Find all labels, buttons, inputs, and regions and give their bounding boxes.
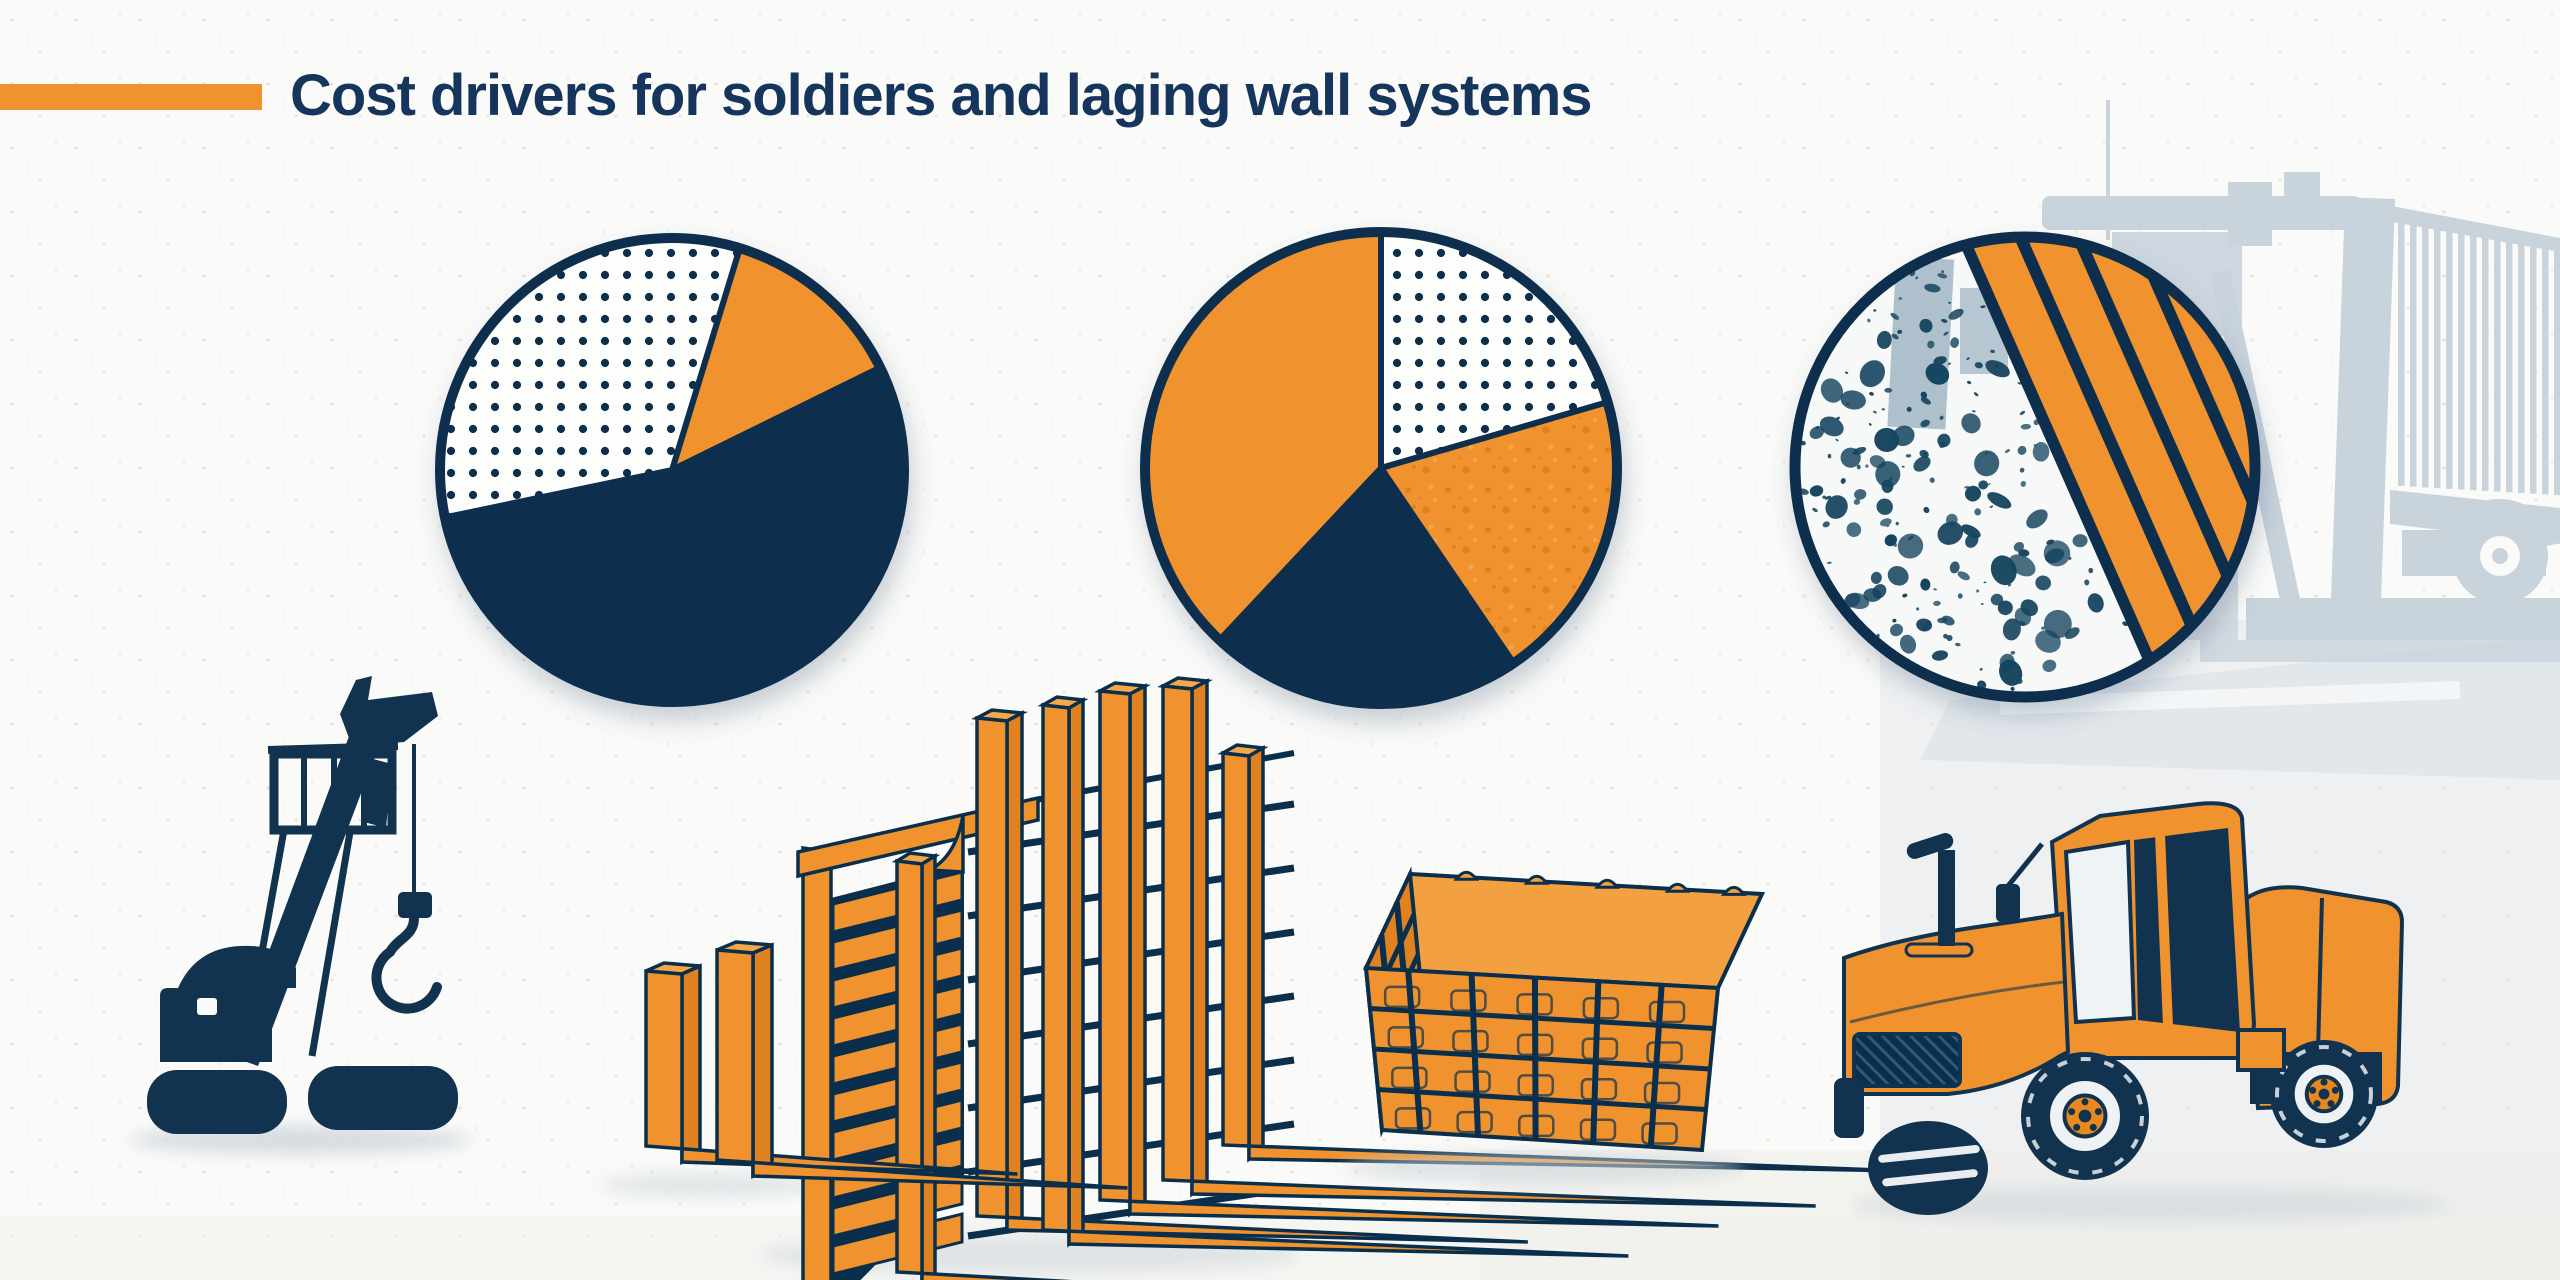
wheel-icon [2270, 1040, 2378, 1148]
stacked-lagging-timbers-icon [1345, 866, 1766, 1184]
pie-chart-2 [1140, 227, 1622, 709]
pie-chart-1 [435, 233, 909, 707]
drill-rig-silhouette-icon [130, 676, 470, 1154]
page-title: Cost drivers for soldiers and laging wal… [290, 63, 1593, 128]
header: Cost drivers for soldiers and laging wal… [0, 0, 2560, 140]
soldier-pile-post [971, 708, 1528, 1244]
wheel-icon [2021, 1052, 2149, 1180]
soldier-pile-post [715, 940, 1128, 1190]
roller-truck-icon [1834, 801, 2450, 1223]
soldier-pile-post [1037, 695, 1629, 1258]
soldier-pile-lagging-wall-icon [600, 676, 1908, 1280]
soldier-pile-post [1157, 676, 1816, 1208]
soldier-pile-post [1217, 743, 1908, 1173]
soldier-pile-post [644, 961, 1018, 1176]
title-accent-bar [0, 84, 262, 110]
soldier-pile-post [1094, 681, 1719, 1228]
